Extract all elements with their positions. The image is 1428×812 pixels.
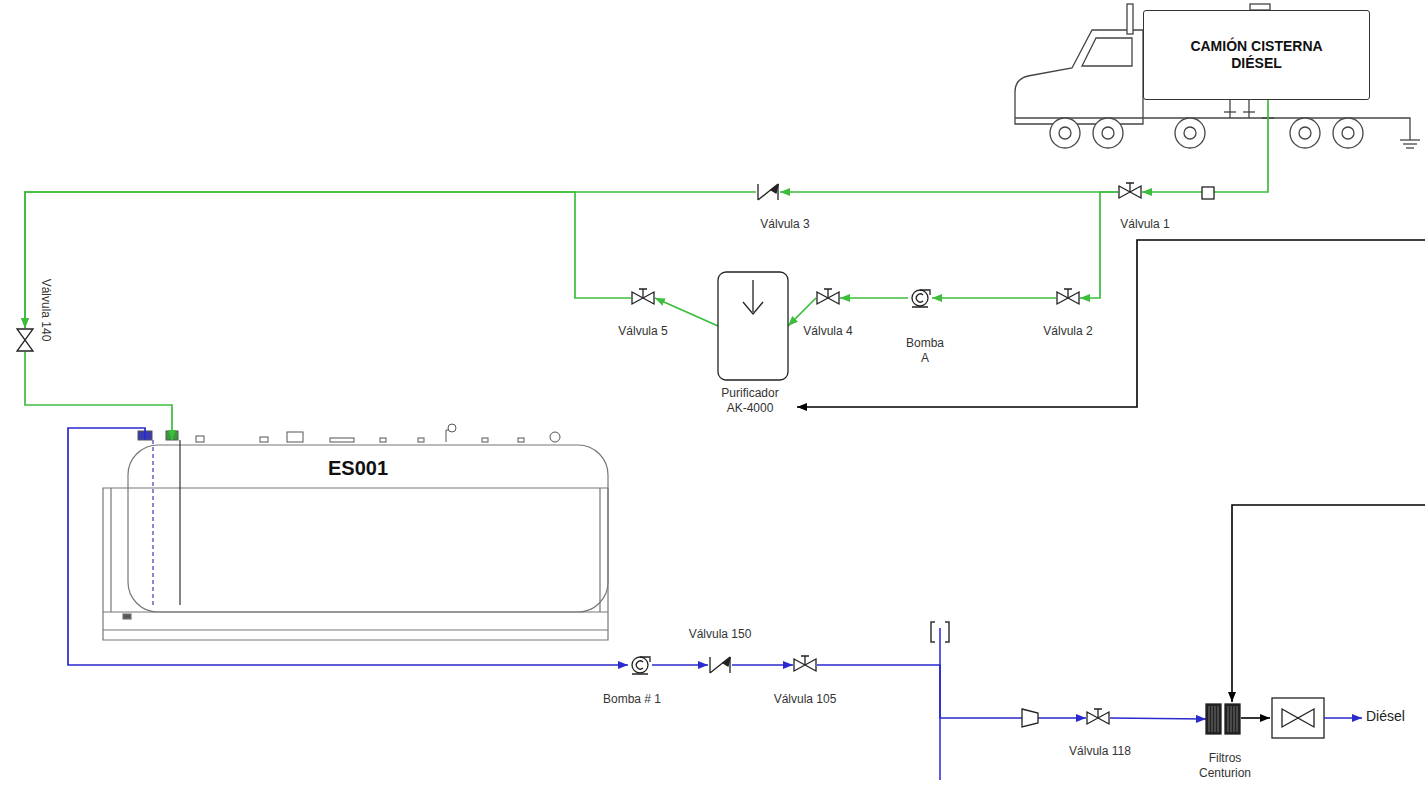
product-label: Diésel: [1366, 708, 1405, 726]
label-holder: Válvula 150: [689, 627, 752, 642]
pump-symbol-outline: [908, 287, 932, 309]
pump-symbol: Bomba # 1: [628, 654, 652, 676]
label-holder: Filtros Centurion: [1190, 751, 1260, 781]
equipment-label: Bomba A: [901, 336, 949, 366]
check-valve: Válvula 150: [708, 655, 732, 675]
gate-valve: Válvula 1: [1118, 182, 1142, 202]
label-holder: Válvula 4: [803, 324, 852, 339]
pipe-connector: [25, 352, 172, 440]
equipment-label: Purificador AK-4000: [711, 386, 789, 416]
pipe-connector: [817, 665, 1086, 718]
label-holder: Bomba # 1: [603, 692, 661, 707]
text-holder: CAMIÓN CISTERNA DIÉSEL: [1187, 38, 1327, 73]
equipment-label: Válvula 140: [38, 279, 53, 342]
tank-fittings: [138, 424, 560, 442]
outlet-line: [1324, 717, 1362, 719]
pipe-connector: [68, 428, 628, 665]
gate-valve-outline: [631, 288, 655, 308]
storage-tank: ES001: [95, 440, 621, 640]
label-holder: Válvula 3: [760, 217, 809, 232]
check-valve-outline: [708, 655, 732, 675]
gate-valve: Válvula 4: [816, 288, 840, 308]
gate-valve-outline: [1056, 288, 1080, 308]
label-holder: Válvula 140: [38, 279, 53, 342]
equipment-label: Válvula 1: [1120, 217, 1169, 232]
gate-valve: Válvula 2: [1056, 288, 1080, 308]
leader-line: [797, 240, 1425, 407]
pipe-connector: [1110, 718, 1206, 719]
purifier-vessel: Purificador AK-4000: [718, 272, 788, 380]
label-holder: Válvula 1: [1120, 217, 1169, 232]
equipment-label: Filtros Centurion: [1190, 751, 1260, 781]
equipment-label: Válvula 5: [618, 324, 667, 339]
pipe-connector: [932, 297, 1056, 299]
text-holder: ES001: [95, 440, 621, 481]
gate-valve-outline: [1118, 182, 1142, 202]
gate-valve: Válvula 5: [631, 288, 655, 308]
pipe-connector: [840, 297, 908, 299]
check-valve-outline: [756, 182, 780, 202]
check-valve: Válvula 3: [756, 182, 780, 202]
gate-valve: Válvula 105: [793, 655, 817, 675]
vehicle-label: CAMIÓN CISTERNA DIÉSEL: [1187, 38, 1327, 73]
label-holder: Válvula 105: [774, 692, 837, 707]
tank-tag: ES001: [95, 456, 621, 481]
pipe-connector: [655, 298, 718, 326]
pipe-connector: [780, 191, 1118, 193]
label-holder: Purificador AK-4000: [711, 386, 789, 416]
truck-drawing: [1015, 4, 1420, 148]
equipment-label: Válvula 105: [774, 692, 837, 707]
pipe-connector: [25, 192, 631, 328]
outlet-line: [1241, 717, 1270, 719]
flow-meter: [1272, 698, 1324, 738]
purifier-vessel-outline: [718, 272, 788, 380]
filter-symbol-outline: [1206, 704, 1240, 734]
equipment-label: Válvula 3: [760, 217, 809, 232]
label-holder: Válvula 5: [618, 324, 667, 339]
equipment-label: Válvula 4: [803, 324, 852, 339]
pipe-connector: [25, 192, 756, 328]
pipe-connector: [788, 298, 816, 326]
coupling-symbol: [1202, 187, 1214, 199]
gate-valve: Válvula 118: [1086, 708, 1110, 728]
gate-valve-outline: [15, 328, 35, 352]
label-holder: Válvula 2: [1043, 324, 1092, 339]
gate-valve-outline: [1086, 708, 1110, 728]
label-holder: Válvula 118: [1069, 744, 1131, 759]
pump-symbol-outline: [628, 654, 652, 676]
equipment-label: Válvula 150: [689, 627, 752, 642]
tanker-tank: CAMIÓN CISTERNA DIÉSEL: [1143, 10, 1370, 100]
reducer-symbol: [1022, 709, 1038, 727]
pipe-connector: [652, 664, 708, 666]
gate-valve-outline: [793, 655, 817, 675]
pipe-connector: [732, 664, 793, 666]
gate-valve: Válvula 140: [15, 328, 35, 352]
leader-line: [1232, 505, 1425, 702]
pipe-connector: [1142, 100, 1268, 192]
pump-symbol: Bomba A: [908, 287, 932, 309]
pipe-connector: [1080, 192, 1118, 298]
label-holder: Bomba A: [901, 336, 949, 366]
equipment-label: Bomba # 1: [603, 692, 661, 707]
label-holder: Diésel: [1366, 708, 1405, 726]
gate-valve-outline: [816, 288, 840, 308]
filter-symbol: Filtros Centurion: [1206, 704, 1240, 734]
equipment-label: Válvula 118: [1069, 744, 1131, 759]
equipment-label: Válvula 2: [1043, 324, 1092, 339]
